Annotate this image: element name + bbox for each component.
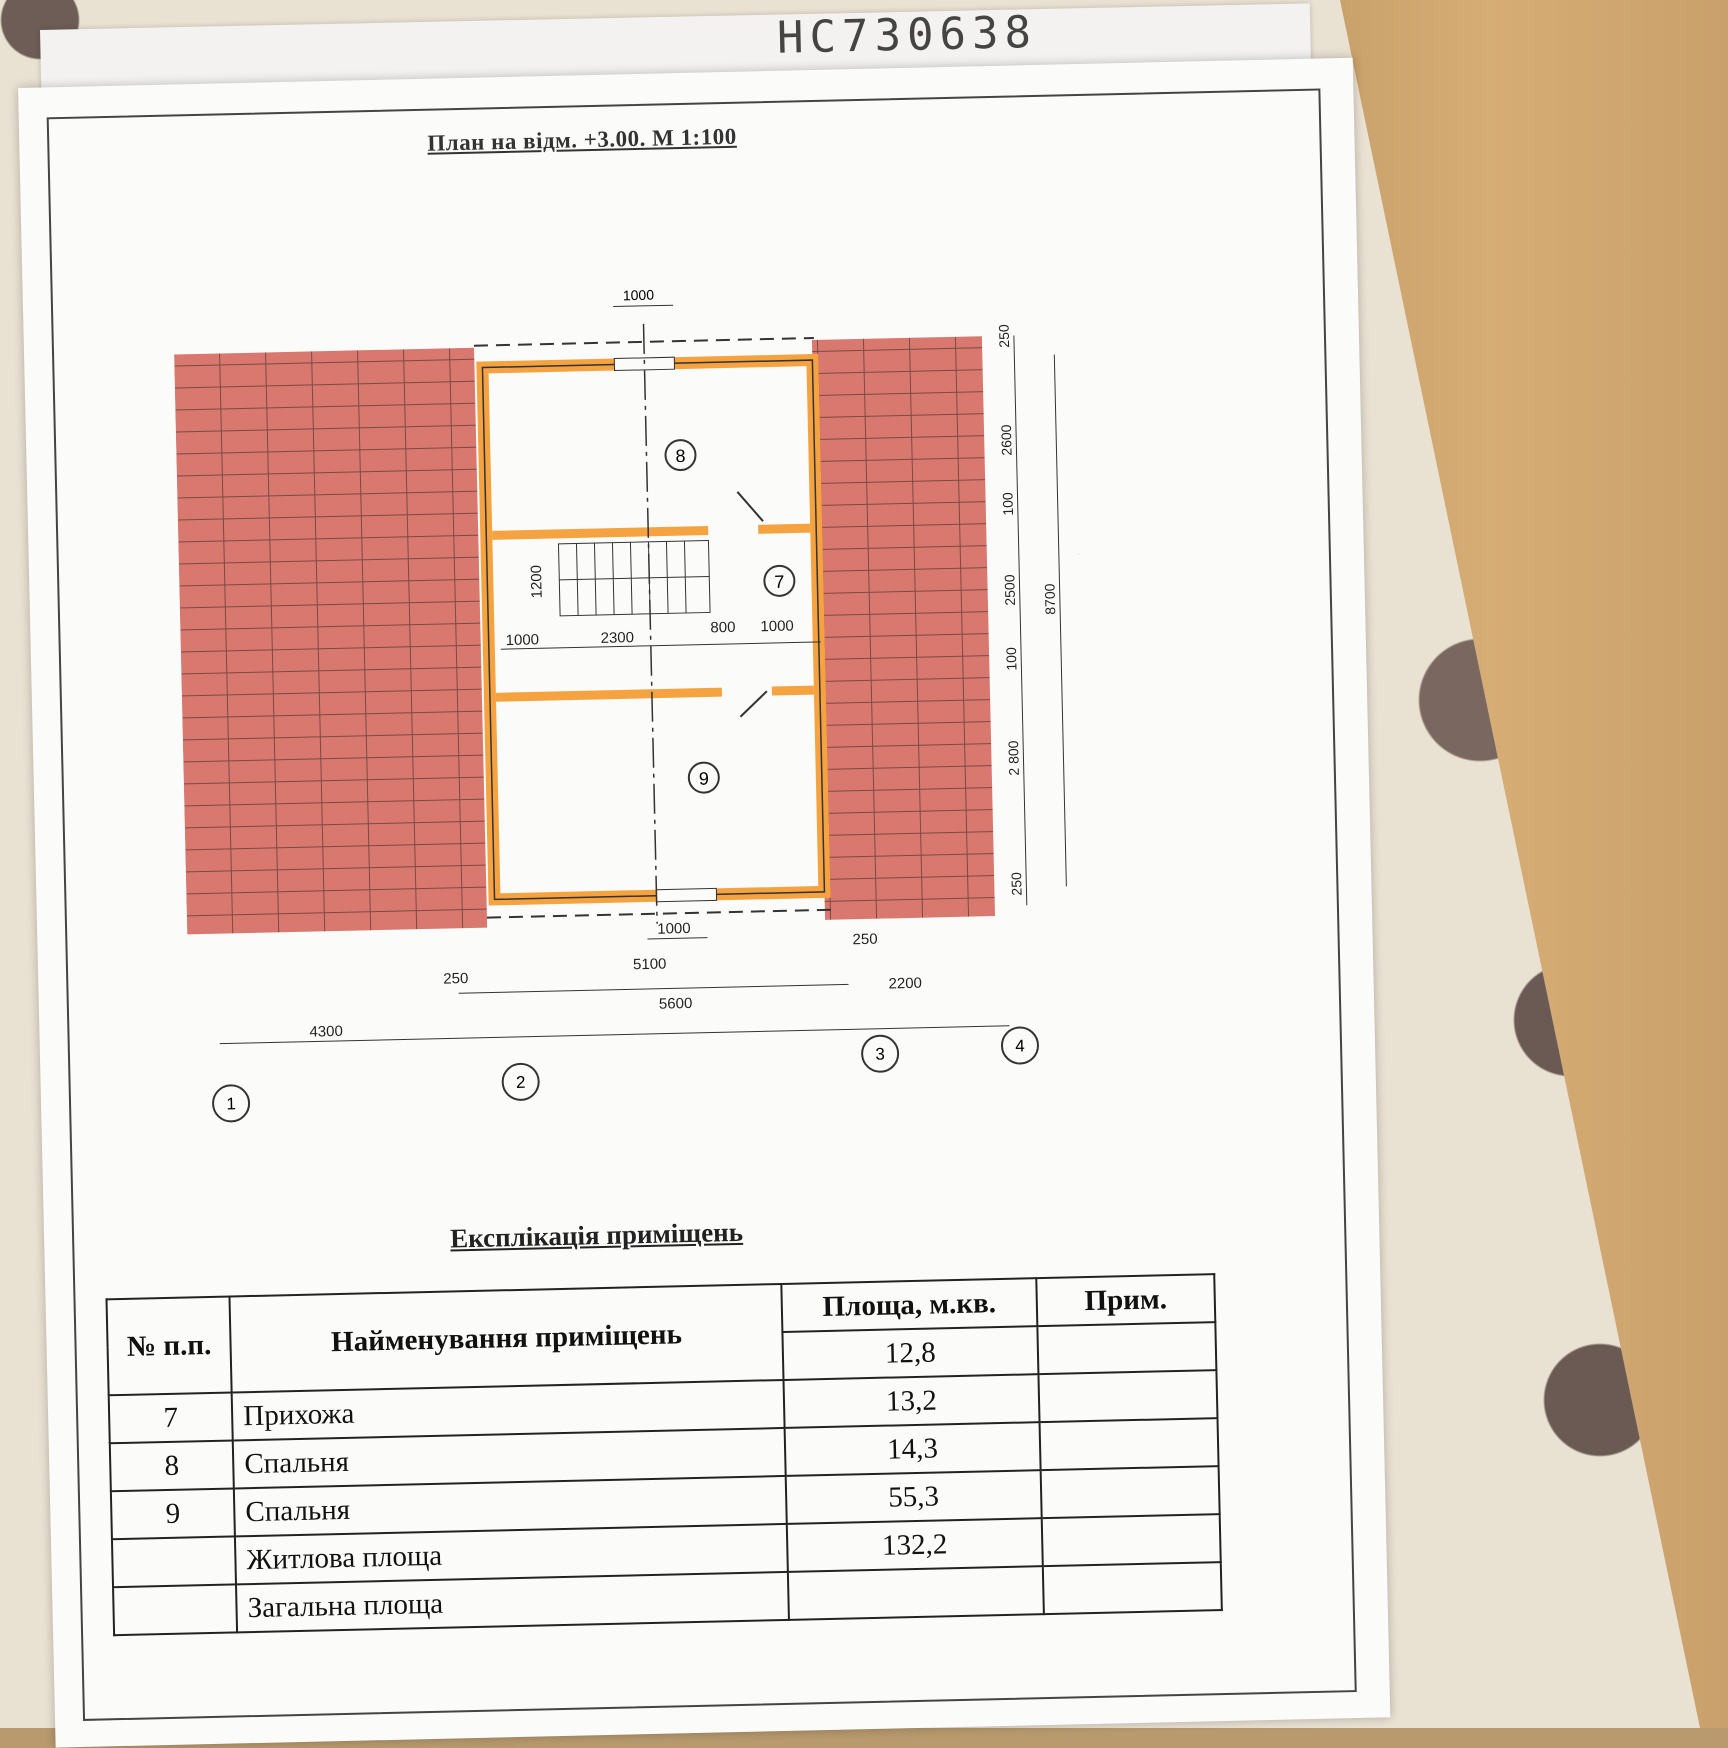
right-dimensions: 250 2600 100 2500 8700 100 2 800 250 <box>996 324 1067 906</box>
svg-text:1000: 1000 <box>623 287 655 304</box>
area-cell <box>787 1566 1044 1620</box>
svg-text:2: 2 <box>516 1073 526 1092</box>
bottom-dimensions: 1000 250 5100 250 4300 5600 2200 <box>219 920 1010 1045</box>
axis-bubble-3: 3 <box>861 1034 900 1073</box>
svg-text:2500: 2500 <box>1001 574 1018 606</box>
svg-text:100: 100 <box>1003 647 1020 671</box>
header-note: Прим. <box>1036 1274 1216 1327</box>
inner-dimensions: 1000 2300 800 1000 1200 <box>500 565 821 650</box>
note-cell <box>1038 1370 1218 1423</box>
svg-text:1000: 1000 <box>657 920 691 938</box>
roof-right <box>811 336 996 920</box>
svg-text:7: 7 <box>774 572 784 592</box>
svg-text:100: 100 <box>999 492 1016 516</box>
svg-text:8700: 8700 <box>1042 583 1059 615</box>
note-cell <box>1039 1418 1219 1471</box>
svg-text:5100: 5100 <box>633 956 667 974</box>
area-cell: 55,3 <box>785 1470 1042 1524</box>
area-cell: 13,2 <box>783 1374 1040 1428</box>
note-cell <box>1037 1322 1217 1375</box>
note-cell <box>1040 1466 1220 1519</box>
area-cell: 14,3 <box>784 1422 1041 1476</box>
svg-text:2300: 2300 <box>600 629 634 647</box>
svg-text:800: 800 <box>710 619 735 637</box>
document-stamp: НС730638 <box>776 6 1038 64</box>
num-cell <box>113 1584 238 1636</box>
partition-walls <box>492 523 814 702</box>
svg-text:1: 1 <box>226 1094 236 1113</box>
svg-text:2 800: 2 800 <box>1005 740 1022 776</box>
axis-bubble-2: 2 <box>501 1062 540 1101</box>
axis-bubble-4: 4 <box>1000 1026 1039 1065</box>
num-cell: 9 <box>110 1488 236 1540</box>
svg-text:250: 250 <box>996 324 1013 348</box>
svg-text:250: 250 <box>1008 872 1025 896</box>
explication-title: Експлікація приміщень <box>449 1216 744 1254</box>
axis-bubble-1: 1 <box>212 1084 251 1123</box>
svg-text:4300: 4300 <box>309 1023 343 1041</box>
svg-text:250: 250 <box>852 931 877 949</box>
svg-text:1200: 1200 <box>528 565 546 599</box>
roof-left <box>174 347 488 935</box>
header-area: Площа, м.кв. <box>781 1278 1038 1332</box>
top-dimension: 1000 <box>613 287 674 308</box>
svg-text:3: 3 <box>875 1045 885 1064</box>
area-cell: 132,2 <box>786 1518 1043 1572</box>
header-name: Найменування приміщень <box>229 1283 784 1393</box>
svg-text:250: 250 <box>443 970 468 988</box>
svg-text:1000: 1000 <box>760 618 794 636</box>
svg-text:5600: 5600 <box>659 995 693 1013</box>
explication-table: № п.п. Найменування приміщень Площа, м.к… <box>105 1273 1222 1636</box>
room-marker-7: 7 <box>763 564 796 597</box>
center-axis <box>642 323 658 924</box>
room-marker-8: 8 <box>664 439 697 472</box>
roof-outline <box>473 337 837 919</box>
window-bottom <box>655 887 718 903</box>
svg-text:9: 9 <box>699 769 709 789</box>
svg-text:1000: 1000 <box>505 631 539 649</box>
num-cell: 8 <box>109 1440 234 1492</box>
document-sheet: НС730638 План на відм. +3.00. М 1:100 <box>18 7 1391 1748</box>
svg-text:2200: 2200 <box>888 975 922 993</box>
num-cell <box>111 1536 237 1588</box>
header-num: № п.п. <box>106 1296 232 1396</box>
note-cell <box>1042 1562 1222 1615</box>
room-marker-9: 9 <box>687 761 720 794</box>
svg-text:2600: 2600 <box>998 424 1015 456</box>
floor-plan: 8 7 9 1000 2300 800 1000 1200 1000 250 2 <box>174 287 1092 1123</box>
area-cell: 12,8 <box>782 1326 1039 1380</box>
note-cell <box>1041 1514 1221 1567</box>
door-swing <box>736 491 768 718</box>
svg-text:8: 8 <box>675 446 685 466</box>
num-cell: 7 <box>108 1392 233 1444</box>
svg-text:4: 4 <box>1015 1036 1025 1055</box>
staircase <box>557 539 711 617</box>
